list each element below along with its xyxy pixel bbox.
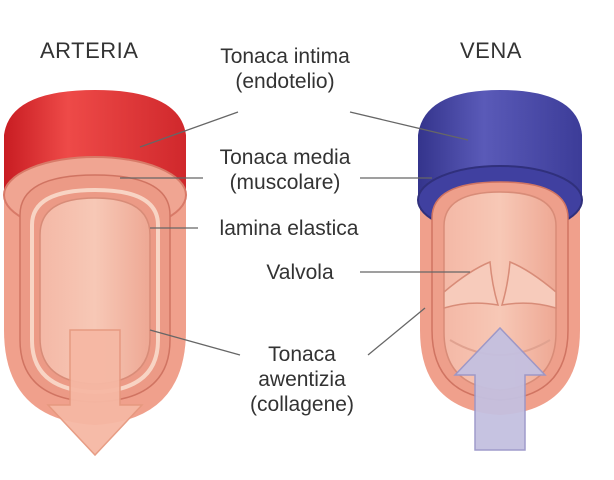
leader-intima-artery: [139, 111, 239, 148]
label-tonaca-intima: Tonaca intima (endotelio): [205, 44, 365, 94]
label-lamina-elastica-line1: lamina elastica: [219, 217, 359, 240]
artery-illustration: [3, 90, 187, 457]
label-tonaca-media-line2: (muscolare): [229, 171, 341, 194]
label-tonaca-intima-line1: Tonaca intima: [220, 45, 350, 68]
vein-lumen: [443, 191, 557, 391]
artery-elastica: [30, 187, 160, 395]
vein-title: VENA: [460, 38, 522, 63]
vein-valve-right: [500, 260, 557, 310]
label-tonaca-avventizia-line2: awentizia: [258, 368, 346, 391]
label-tonaca-intima-line2: (endotelio): [235, 70, 335, 93]
label-tonaca-media: Tonaca media (muscolare): [200, 145, 370, 195]
leader-avventizia-vein: [367, 307, 426, 356]
leader-intima-vein: [349, 111, 469, 141]
artery-flow-arrow: [46, 329, 144, 457]
vein-flow-arrow: [453, 326, 547, 451]
artery-lumen: [39, 197, 151, 385]
leader-avventizia-artery: [149, 329, 241, 356]
leader-lines: [120, 111, 470, 356]
label-valvola: Valvola: [250, 260, 350, 285]
vein-illustration: [417, 90, 583, 451]
artery-title: ARTERIA: [40, 38, 139, 63]
label-lamina-elastica: lamina elastica: [200, 216, 378, 241]
label-tonaca-avventizia: Tonaca awentizia (collagene): [232, 342, 372, 417]
label-tonaca-avventizia-line1: Tonaca: [268, 343, 336, 366]
label-valvola-line1: Valvola: [266, 261, 334, 284]
label-tonaca-avventizia-line3: (collagene): [250, 393, 354, 416]
vein-valve-left: [443, 260, 500, 310]
label-tonaca-media-line1: Tonaca media: [219, 146, 351, 169]
